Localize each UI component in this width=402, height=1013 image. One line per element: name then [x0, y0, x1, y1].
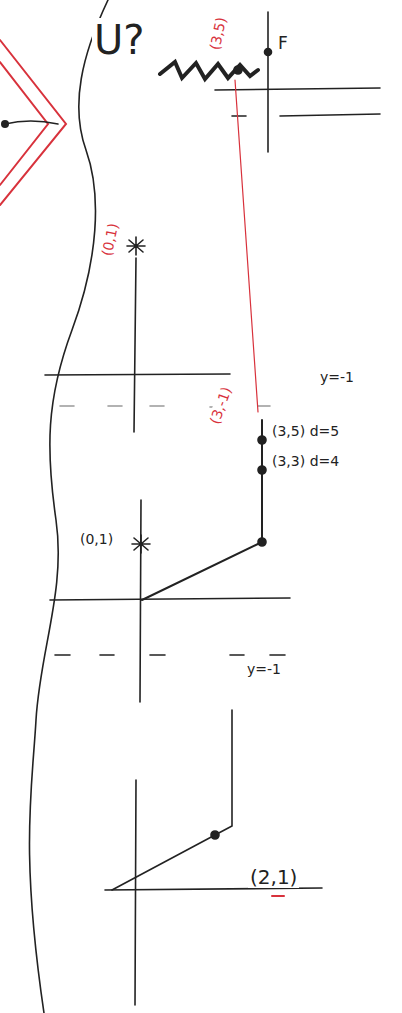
point-label: (3,-1)	[207, 383, 236, 428]
distance-label: (3,3) d=4	[270, 454, 341, 469]
point-dot	[258, 466, 266, 474]
distance-path	[112, 710, 232, 890]
scribble-dot	[234, 66, 242, 74]
focus-dot	[265, 49, 272, 56]
y-axis	[267, 12, 269, 152]
directrix-label: y=-1	[318, 370, 356, 385]
directrix-dashes	[60, 406, 270, 407]
diamond-point	[1, 120, 58, 128]
focus-label: (0,1)	[78, 532, 115, 547]
x-axis	[45, 374, 230, 375]
focus-star	[132, 535, 150, 553]
divider-wavy-line	[29, 0, 108, 1013]
red-diamond	[0, 40, 66, 205]
point-label: (0,1)	[99, 220, 122, 260]
x-axis	[215, 88, 380, 90]
point-label: (2,1)	[248, 866, 299, 888]
distance-label: (3,5) d=5	[270, 424, 341, 439]
directrix-label: y=-1	[245, 662, 283, 677]
distance-path	[142, 420, 262, 600]
point-line	[5, 121, 58, 124]
directrix-dashes	[232, 114, 380, 116]
question-label: U?	[92, 18, 147, 62]
directrix-dashes	[55, 654, 285, 656]
axes-lower	[50, 420, 290, 702]
red-tick	[272, 895, 284, 897]
focus-label: F	[276, 34, 290, 53]
diamond-outer	[0, 40, 66, 205]
hatched-scribble	[160, 62, 258, 79]
red-leader	[235, 80, 258, 412]
point-dot	[258, 436, 266, 444]
y-axis	[134, 258, 136, 432]
point-dot	[258, 538, 266, 546]
focus-star	[127, 237, 145, 255]
y-axis	[135, 780, 136, 1005]
axes-middle	[45, 62, 270, 432]
point-dot	[211, 831, 219, 839]
x-axis	[50, 598, 290, 600]
x-axis	[105, 888, 322, 890]
point-label: (3,5)	[207, 14, 230, 54]
axes-top	[215, 12, 380, 152]
axes-bottom	[105, 710, 322, 1005]
y-axis	[140, 500, 141, 702]
